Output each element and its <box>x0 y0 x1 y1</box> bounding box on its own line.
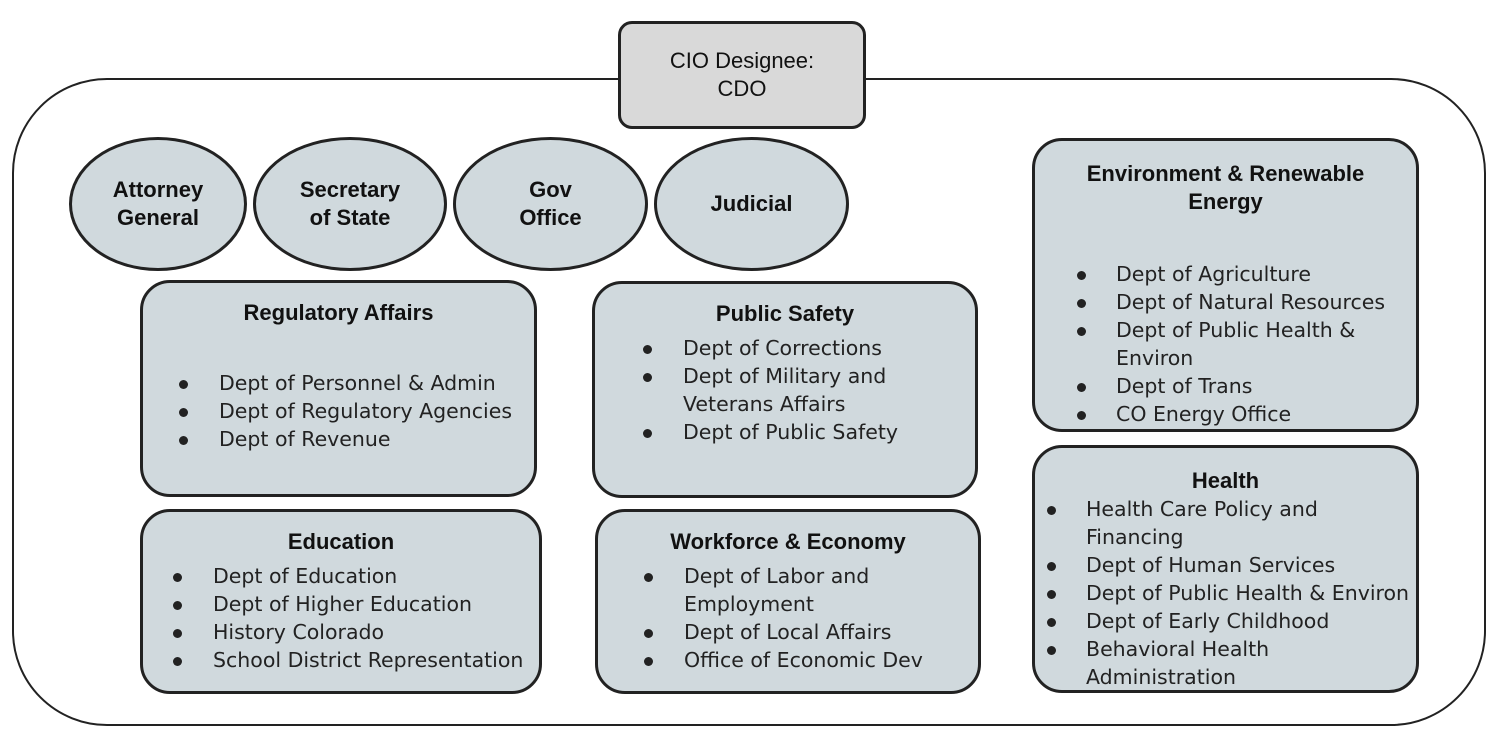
group-title: Public Safety <box>715 301 855 326</box>
group-title: Environment & Renewable Energy <box>1086 161 1365 214</box>
bullet-icon <box>643 373 652 382</box>
list-item: Dept of Early Childhood <box>1035 607 1416 635</box>
bullet-icon <box>173 601 182 610</box>
list-item: Dept of Human Services <box>1035 551 1416 579</box>
bullet-icon <box>173 657 182 666</box>
group-public-safety: Public Safety Dept of Corrections Dept o… <box>592 281 978 498</box>
group-title: Regulatory Affairs <box>243 300 434 325</box>
bullet-icon <box>644 573 653 582</box>
cio-designee-box: CIO Designee: CDO <box>618 21 866 129</box>
oval-gov-office: Gov Office <box>453 137 648 271</box>
list-item: Dept of Higher Education <box>143 590 539 618</box>
list-item: Office of Economic Dev <box>598 646 978 674</box>
list-item: Dept of Military and Veterans Affairs <box>595 362 975 418</box>
group-title: Health <box>1191 468 1260 493</box>
bullet-icon <box>179 436 188 445</box>
dept-list: Dept of Personnel & Admin Dept of Regula… <box>143 369 534 453</box>
bullet-icon <box>179 380 188 389</box>
bullet-icon <box>1077 327 1086 336</box>
bullet-icon <box>644 629 653 638</box>
oval-attorney-general: Attorney General <box>69 137 247 271</box>
bullet-icon <box>1047 646 1056 655</box>
bullet-icon <box>1047 506 1056 515</box>
group-health: Health Health Care Policy and Financing … <box>1032 445 1419 693</box>
bullet-icon <box>1047 590 1056 599</box>
list-item: Dept of Regulatory Agencies <box>143 397 534 425</box>
list-item: History Colorado <box>143 618 539 646</box>
list-item: Dept of Public Health & Environ <box>1035 579 1416 607</box>
dept-list: Dept of Agriculture Dept of Natural Reso… <box>1035 260 1416 428</box>
list-item: Dept of Agriculture <box>1035 260 1416 288</box>
group-environment-renewable-energy: Environment & Renewable Energy Dept of A… <box>1032 138 1419 432</box>
list-item: Dept of Personnel & Admin <box>143 369 534 397</box>
list-item: Dept of Labor and Employment <box>598 562 978 618</box>
list-item: Dept of Trans <box>1035 372 1416 400</box>
list-item: CO Energy Office <box>1035 400 1416 428</box>
bullet-icon <box>1077 299 1086 308</box>
bullet-icon <box>173 573 182 582</box>
list-item: Dept of Public Safety <box>595 418 975 446</box>
list-item: School District Representation <box>143 646 539 674</box>
group-workforce-economy: Workforce & Economy Dept of Labor and Em… <box>595 509 981 694</box>
bullet-icon <box>1077 383 1086 392</box>
dept-list: Health Care Policy and Financing Dept of… <box>1035 495 1416 691</box>
dept-list: Dept of Education Dept of Higher Educati… <box>143 562 539 674</box>
list-item: Dept of Education <box>143 562 539 590</box>
list-item: Dept of Corrections <box>595 334 975 362</box>
oval-judicial: Judicial <box>654 137 849 271</box>
bullet-icon <box>644 657 653 666</box>
bullet-icon <box>173 629 182 638</box>
oval-secretary-of-state: Secretary of State <box>253 137 447 271</box>
bullet-icon <box>179 408 188 417</box>
dept-list: Dept of Labor and Employment Dept of Loc… <box>598 562 978 674</box>
bullet-icon <box>1077 411 1086 420</box>
list-item: Dept of Natural Resources <box>1035 288 1416 316</box>
list-item: Dept of Local Affairs <box>598 618 978 646</box>
group-title: Education <box>287 529 395 554</box>
group-title: Workforce & Economy <box>670 529 906 554</box>
bullet-icon <box>1077 271 1086 280</box>
list-item: Health Care Policy and Financing <box>1035 495 1416 551</box>
bullet-icon <box>643 429 652 438</box>
dept-list: Dept of Corrections Dept of Military and… <box>595 334 975 446</box>
bullet-icon <box>1047 562 1056 571</box>
bullet-icon <box>643 345 652 354</box>
list-item: Dept of Public Health & Environ <box>1035 316 1416 372</box>
list-item: Dept of Revenue <box>143 425 534 453</box>
group-regulatory-affairs: Regulatory Affairs Dept of Personnel & A… <box>140 280 537 497</box>
bullet-icon <box>1047 618 1056 627</box>
list-item: Behavioral Health Administration <box>1035 635 1416 691</box>
group-education: Education Dept of Education Dept of High… <box>140 509 542 694</box>
